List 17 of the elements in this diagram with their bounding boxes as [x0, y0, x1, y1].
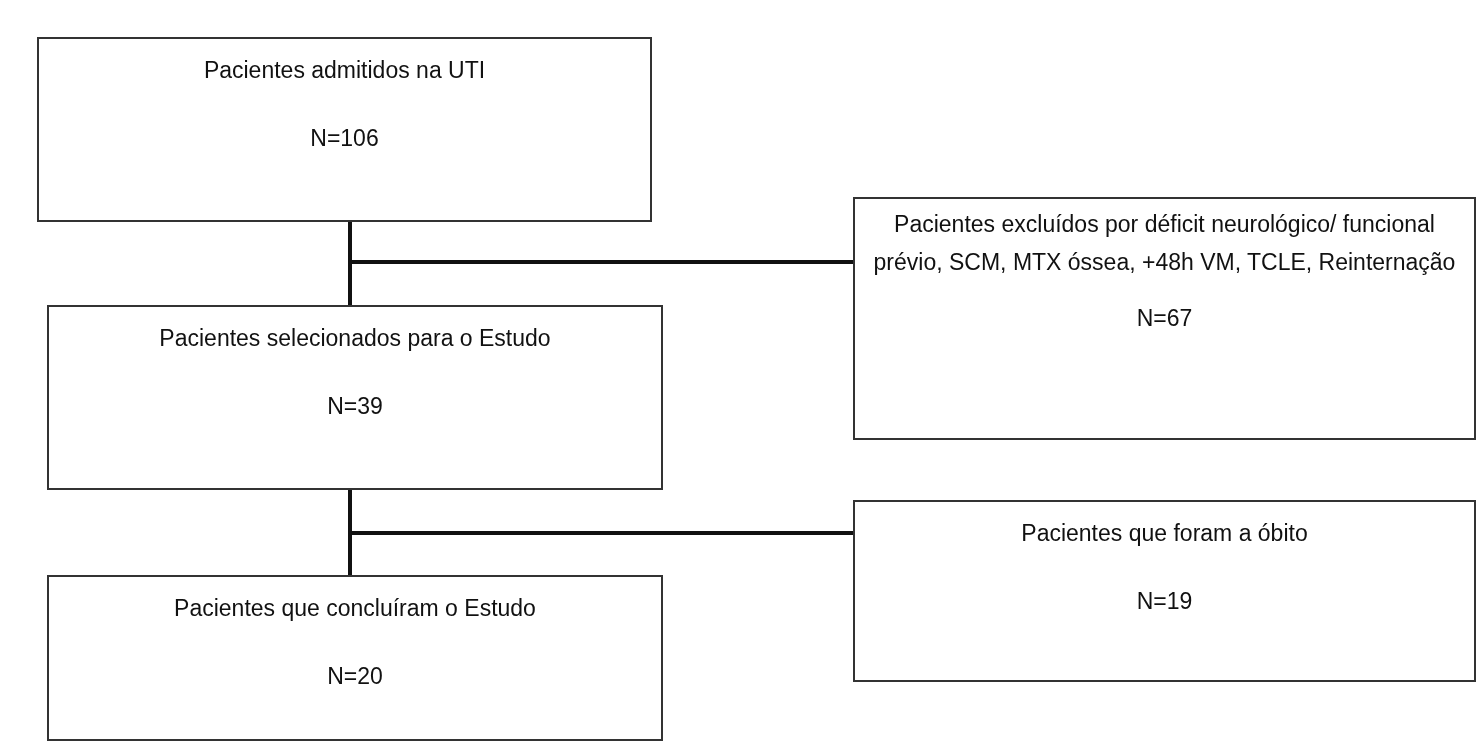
box-heading: Pacientes que foram a óbito	[1021, 519, 1308, 548]
count-text: N=106	[310, 124, 379, 153]
count-text: N=39	[327, 392, 383, 421]
count-text: N=67	[1136, 304, 1193, 333]
connector-line	[348, 222, 853, 264]
process-box	[853, 197, 1476, 440]
box-heading: Pacientes admitidos na UTI	[203, 56, 486, 85]
box-heading: Pacientes excluídos por déficit neurológico/ funcional prévio, SCM, MTX óssea, +48h VM, TCLE, Reinternação	[872, 210, 1457, 277]
count-text: N=19	[1136, 587, 1193, 616]
process-box	[47, 305, 663, 490]
connector-line	[348, 490, 853, 535]
process-box	[37, 37, 652, 222]
box-heading: Pacientes que concluíram o Estudo	[174, 594, 536, 623]
box-heading: Pacientes selecionados para o Estudo	[159, 324, 551, 353]
process-box	[853, 500, 1476, 682]
process-box	[47, 575, 663, 741]
count-text: N=20	[327, 662, 383, 691]
